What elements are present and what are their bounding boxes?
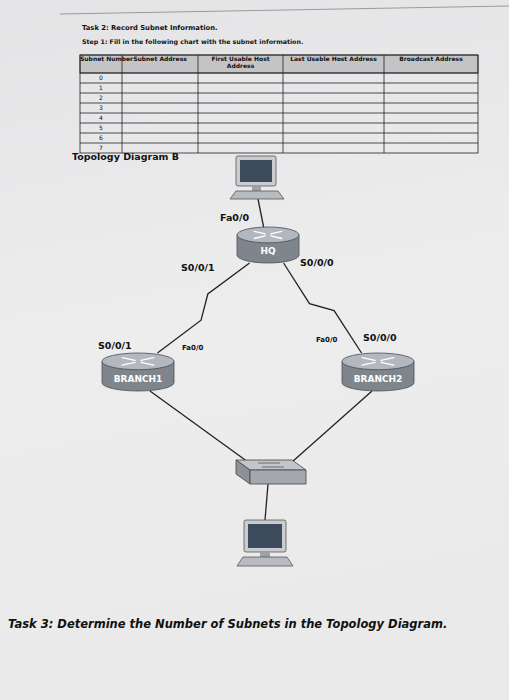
serial-link [157, 263, 249, 353]
router-icon [237, 227, 299, 263]
table-header: Broadcast Address [384, 56, 478, 63]
ethernet-cables [150, 199, 372, 520]
table-cell: 6 [80, 135, 122, 142]
table-header: Subnet Number [80, 56, 122, 63]
router: BRANCH2 [342, 353, 414, 391]
table-cell: 2 [80, 95, 122, 102]
instruction: Step 1: Fill in the following chart with… [82, 38, 462, 45]
subnet-table [80, 55, 478, 153]
interface-label: S0/0/0 [363, 333, 407, 344]
router: BRANCH1 [102, 353, 174, 391]
router-icon [102, 353, 174, 391]
switch-icon [236, 460, 306, 484]
table-cell: 7 [80, 145, 122, 152]
pc-icon [237, 520, 293, 566]
interface-label: Fa0/0 [316, 336, 346, 344]
interface-label: S0/0/1 [98, 341, 142, 352]
router: HQ [237, 227, 299, 263]
table-header: Subnet Address [122, 56, 198, 63]
serial-link [284, 263, 362, 353]
router-name: BRANCH1 [114, 374, 163, 385]
router-name: BRANCH2 [354, 374, 403, 385]
task-heading: Task 2: Record Subnet Information. [82, 25, 462, 33]
router-icon [342, 353, 414, 391]
diagram-caption: Topology Diagram B [72, 152, 272, 163]
pc-icon [230, 156, 284, 199]
interface-label: S0/0/0 [300, 258, 344, 269]
interface-label: Fa0/0 [220, 213, 260, 224]
table-header: First Usable Host Address [198, 56, 283, 70]
table-cell: 3 [80, 105, 122, 112]
interface-label: S0/0/1 [181, 263, 225, 274]
table-cell: 1 [80, 85, 122, 92]
table-cell: 0 [80, 75, 122, 82]
paper-edge [60, 6, 509, 14]
table-cell: 5 [80, 125, 122, 132]
interface-label: Fa0/0 [182, 344, 212, 352]
table-header: Last Usable Host Address [283, 56, 384, 63]
router-name: HQ [260, 246, 275, 257]
table-cell: 4 [80, 115, 122, 122]
task-heading: Task 3: Determine the Number of Subnets … [8, 618, 503, 631]
